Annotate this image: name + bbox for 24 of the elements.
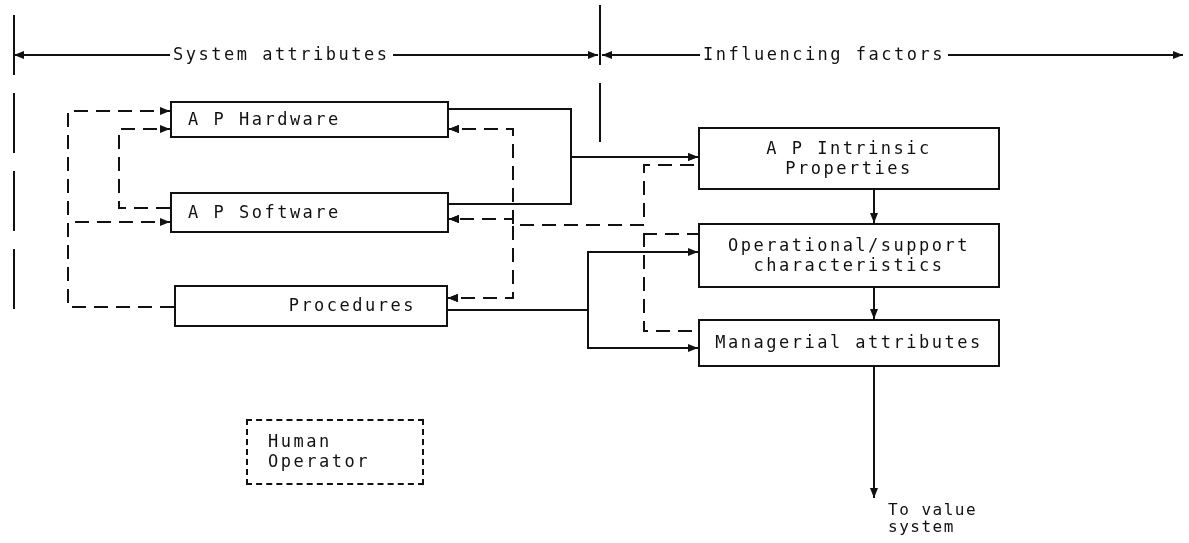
box-label: Managerial attributes (715, 333, 983, 353)
box-label: Human Operator (268, 432, 371, 472)
process-box (698, 319, 1000, 367)
box-label: A P Hardware (188, 109, 341, 130)
process-box (698, 127, 1000, 190)
dashed-arrow (118, 125, 171, 209)
box-label: Procedures (288, 296, 416, 316)
arrow (870, 366, 878, 499)
annotation-text: To value system (888, 502, 979, 536)
box-label: A P Intrinsic Properties (765, 138, 933, 179)
arrow (870, 189, 878, 224)
dashed-box (246, 419, 424, 485)
box-label: Operational/support characteristics (727, 235, 971, 276)
arrow (448, 153, 699, 205)
process-box (698, 223, 1000, 288)
process-box (174, 285, 448, 327)
arrow (870, 287, 878, 320)
range-label: Influencing factors (700, 44, 948, 64)
dashed-arrow (67, 218, 175, 308)
process-box (170, 101, 449, 138)
range-label: System attributes (170, 44, 393, 64)
box-label: A P Software (188, 202, 341, 223)
arrow (447, 309, 699, 352)
process-box (170, 192, 449, 233)
